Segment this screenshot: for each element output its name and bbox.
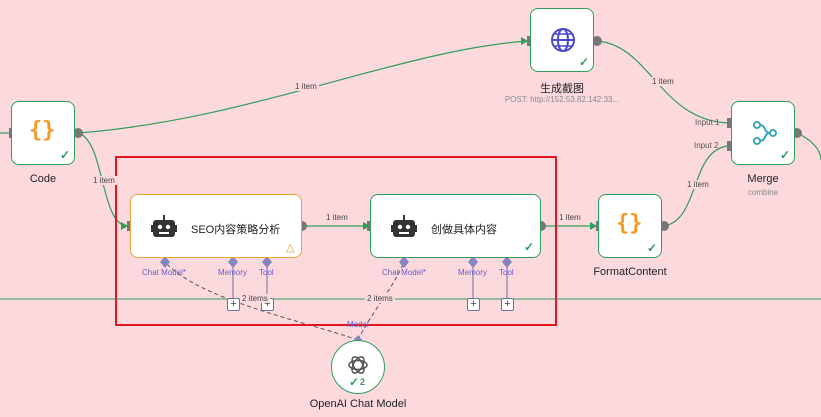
success-check-icon: ✓ (524, 240, 535, 254)
edge-label-seo-create: 1 item (324, 213, 350, 222)
success-check-icon: ✓ (349, 375, 360, 389)
merge-input2-label: Input 2 (694, 141, 719, 150)
add-memory-button[interactable]: + (227, 298, 240, 311)
seo-agent-title: SEO内容策略分析 (191, 224, 281, 236)
format-content-node[interactable]: {} ✓ (598, 194, 662, 258)
merge-node[interactable]: ✓ (731, 101, 795, 165)
robot-icon (151, 215, 177, 237)
success-check-icon: ✓ (780, 148, 791, 162)
edge-label-create-format: 1 item (557, 213, 583, 222)
screenshot-node-title: 生成截图 (540, 83, 584, 95)
success-check-icon: ✓ (60, 148, 71, 162)
merge-node-title: Merge (747, 173, 779, 185)
edge-label-model-create: 2 items (365, 294, 395, 303)
success-check-icon: ✓ (647, 241, 658, 255)
create-tool-label: Tool (499, 268, 514, 277)
merge-icon (753, 121, 777, 145)
openai-node-title: OpenAI Chat Model (309, 398, 407, 410)
merge-input1-label: Input 1 (695, 118, 720, 127)
seo-agent-node[interactable]: SEO内容策略分析 △ (130, 194, 302, 258)
run-count: 2 (360, 377, 366, 387)
robot-icon (391, 215, 417, 237)
code-node-title: Code (29, 173, 57, 185)
seo-tool-label: Tool (259, 268, 274, 277)
create-chat-model-label: Chat Model* (382, 268, 427, 277)
seo-memory-label: Memory (218, 268, 247, 277)
success-check-icon: ✓ (579, 55, 590, 69)
add-tool-button[interactable]: + (501, 298, 514, 311)
openai-chat-model-node[interactable]: ✓ 2 (331, 340, 385, 394)
create-agent-node[interactable]: 创做具体内容 ✓ (370, 194, 541, 258)
add-memory-button[interactable]: + (467, 298, 480, 311)
selection-highlight (115, 156, 557, 326)
create-agent-title: 创做具体内容 (431, 224, 497, 236)
create-memory-label: Memory (458, 268, 487, 277)
code-braces-icon: {} (616, 211, 643, 236)
edge-label-screenshot-merge: 1 item (650, 77, 676, 86)
edge-label-code-seo: 1 item (91, 176, 117, 185)
merge-node-subtitle: combine (747, 188, 779, 197)
edge-label-code-screenshot: 1 item (293, 82, 319, 91)
warning-icon: △ (286, 242, 295, 254)
screenshot-node[interactable]: ✓ (530, 8, 594, 72)
edge-label-model-seo: 2 items (240, 294, 270, 303)
edge-label-format-merge: 1 item (685, 180, 711, 189)
seo-chat-model-label: Chat Model* (142, 268, 187, 277)
code-node[interactable]: {} ✓ (11, 101, 75, 165)
model-port-label: Model (347, 320, 369, 329)
code-braces-icon: {} (29, 118, 56, 143)
screenshot-node-subtitle: POST: http://152.53.82.142:33... (504, 95, 620, 104)
openai-icon (348, 356, 368, 374)
format-content-title: FormatContent (593, 266, 667, 278)
globe-icon (551, 28, 575, 52)
